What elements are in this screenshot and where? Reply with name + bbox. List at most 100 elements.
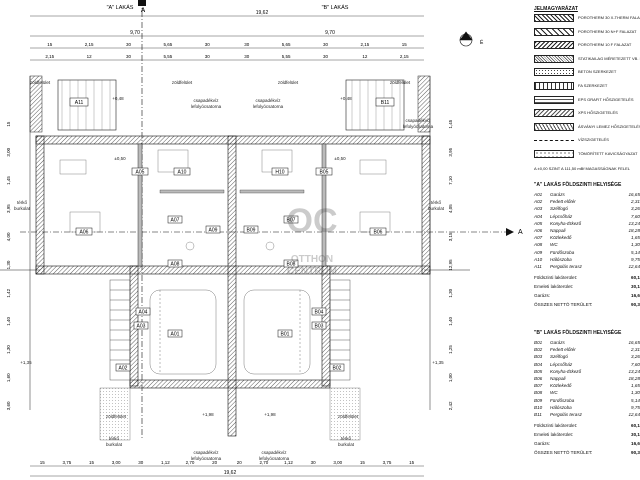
- green-area-label-a-top: zöldfelület: [30, 80, 51, 85]
- left_side-4: 4,00: [6, 232, 11, 241]
- legend-swatch: [534, 136, 574, 142]
- right_side-8: 1,25: [448, 345, 453, 354]
- top_row2-3: 5,55: [164, 54, 173, 59]
- room-area: 13,24: [628, 220, 640, 226]
- site-labels: zöldfelület zöldfelület zöldfelület zöld…: [14, 80, 445, 461]
- room-name: Garázs: [550, 192, 565, 197]
- legend-title: JELMAGYARÁZAT: [534, 6, 578, 12]
- top_row2-0: 2,15: [45, 54, 54, 59]
- room-tag-a01: A01: [171, 332, 180, 338]
- room-code: B06: [534, 376, 543, 381]
- right_side-0: 1,45: [448, 119, 453, 128]
- top_row2-5: 30: [244, 54, 250, 59]
- elev-left: +1,35: [20, 360, 32, 365]
- room-tag-a03: A03: [137, 324, 146, 330]
- room-table-heading: "B" LAKÁS FÖLDSZINTI HELYISÉGE: [534, 330, 622, 336]
- total-width-dim: 19,62: [256, 10, 269, 16]
- legend-item-label: EPS GRAFIT HŐSZIGETELÉS: [578, 96, 634, 102]
- top_row1-9: 15: [402, 42, 408, 47]
- room-code: A09: [534, 249, 543, 255]
- legend-item: POROTHERM 30 N+F FALAZAT: [534, 27, 640, 38]
- area-summary-label: Emeleti lakóterület:: [534, 432, 574, 438]
- left_side-9: 1,60: [6, 373, 11, 382]
- right_side-7: 1,40: [448, 316, 453, 325]
- room-area: 1,30: [631, 390, 640, 396]
- drain-label-b: csapadékvíz: [255, 98, 281, 103]
- bottom_row-15: 15: [409, 460, 415, 465]
- legend-swatch: [534, 150, 574, 158]
- right_side-2: 7,10: [448, 176, 453, 185]
- top_row1-5: 30: [244, 42, 250, 47]
- room-name: WC: [550, 242, 558, 248]
- bottom_row-6: 2,70: [186, 460, 195, 465]
- room-tag-a09: A09: [209, 228, 218, 234]
- drain-label-right-2: lefolyócsatorna: [403, 124, 434, 129]
- legend-item-label: TÖMÖRÍTETT KAVICSÁGYAZAT: [578, 151, 638, 156]
- top_row2-7: 30: [323, 54, 329, 59]
- apartment-a-title: "A" LAKÁS: [107, 4, 134, 11]
- bottom_row-10: 1,12: [284, 460, 293, 465]
- elev-top-b: +0,48: [340, 96, 352, 101]
- area-summary-label: Földszinti lakóterület:: [534, 423, 578, 429]
- room-area: 1,30: [631, 242, 640, 248]
- room-code: A10: [534, 256, 543, 262]
- site-outline: [0, 75, 470, 410]
- top_row2-4: 30: [205, 54, 211, 59]
- room-code: B03: [534, 354, 543, 360]
- top_row2-8: 12: [362, 54, 368, 59]
- room-tag-a04: A04: [139, 310, 148, 316]
- top_row1-8: 2,15: [361, 42, 370, 47]
- top_row1-1: 2,15: [85, 42, 94, 47]
- top_row2-6: 5,55: [282, 54, 291, 59]
- left_side-2: 1,45: [6, 176, 11, 185]
- paving-label-left-2: burkolat: [14, 206, 31, 211]
- legend-item-label: POROTHERM 30 X-THERM FALAZ: [578, 15, 640, 20]
- room-tag-b03: B03: [315, 324, 324, 330]
- bottom_row-2: 15: [89, 460, 95, 465]
- room-name: Közlekedő: [550, 235, 572, 241]
- north-arrow-icon: [459, 31, 473, 47]
- right_side-10: 2,42: [448, 401, 453, 410]
- area-summary-value: 90,3: [631, 450, 640, 456]
- floor-plan: 19,62 "A" LAKÁS "B" LAKÁS 9,70 9,70 A A …: [0, 0, 523, 477]
- top_row2-2: 30: [126, 54, 132, 59]
- elev-right: +1,35: [432, 360, 444, 365]
- garage-a: [149, 289, 217, 375]
- bottom_row-7: 20: [212, 460, 218, 465]
- furniture: [59, 149, 391, 251]
- room-area: 18,28: [628, 376, 640, 381]
- legend-item: XPS HŐSZIGETELÉS: [534, 109, 640, 119]
- room-area: 16,65: [628, 340, 640, 345]
- room-tag-b07: B07: [287, 218, 296, 224]
- left_side-5: 1,30: [6, 260, 11, 269]
- legend-item-label: POROTHERM 10 F FALAZAT: [578, 42, 632, 48]
- legend-item-label: ÁSVÁNYI LEMEZ HŐSZIGETELÉS: [578, 123, 640, 129]
- elev-bot-b: +1,98: [264, 412, 276, 417]
- room-name: WC: [550, 390, 558, 396]
- room-area: 18,28: [628, 228, 640, 233]
- green-area-label-a-mid: zöldfelület: [172, 80, 193, 85]
- area-summary-value: 90,3: [631, 302, 640, 308]
- room-code: A05: [534, 220, 543, 226]
- drain-label-b-2: lefolyócsatorna: [253, 104, 284, 109]
- room-code: A02: [534, 199, 543, 205]
- drain-label-bot-a-2: lefolyócsatorna: [191, 456, 222, 461]
- room-name: Nappali: [550, 228, 566, 233]
- right_side-4: 3,15: [448, 232, 453, 241]
- top_row1-0: 15: [47, 42, 53, 47]
- room-tag-b02: B02: [333, 366, 342, 372]
- legend-item: ÁSVÁNYI LEMEZ HŐSZIGETELÉS: [534, 122, 640, 133]
- area-summary-label: ÖSSZES NETTÓ TERÜLET:: [534, 302, 593, 308]
- bottom-total-dim: 19,62: [224, 470, 237, 476]
- apartment-b-title: "B" LAKÁS: [322, 4, 349, 11]
- green-area-label-b-mid: zöldfelület: [278, 80, 299, 85]
